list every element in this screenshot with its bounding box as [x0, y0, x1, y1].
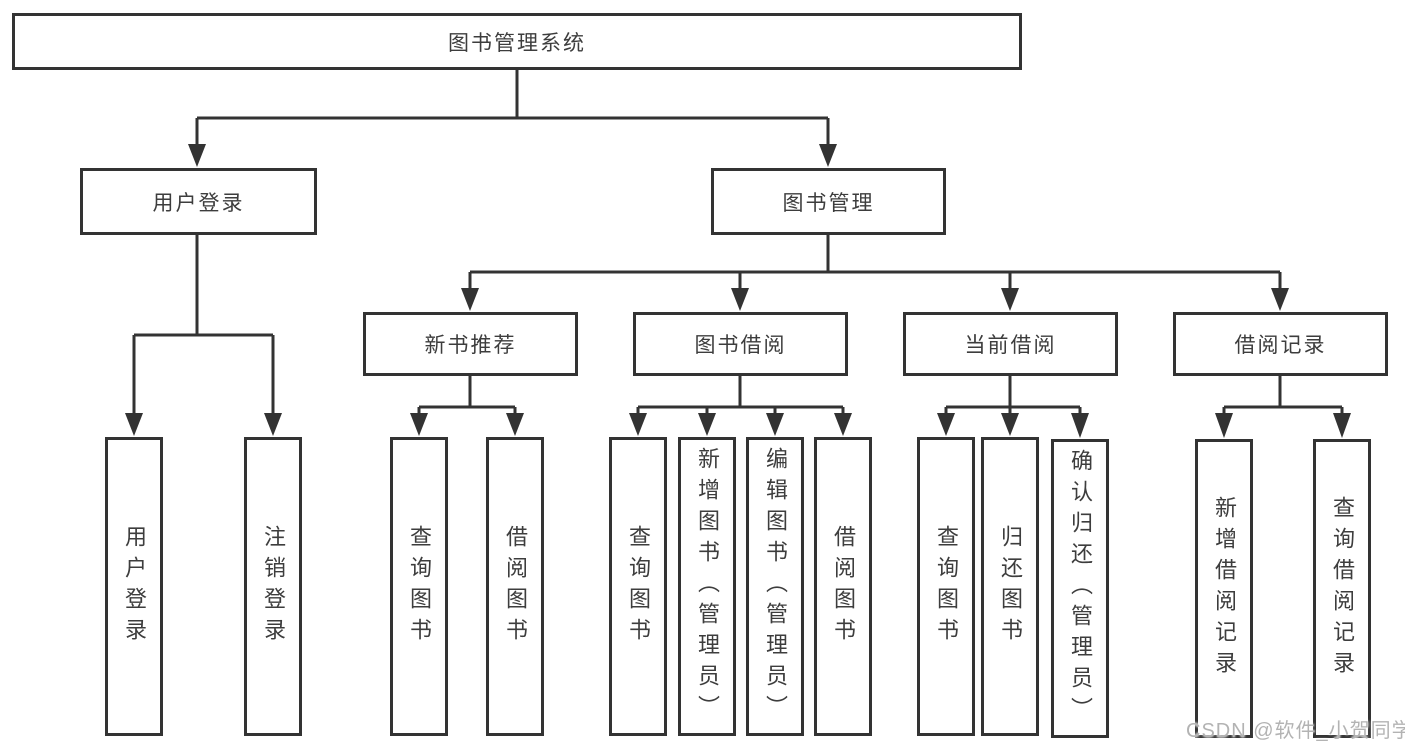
leaf-user-login: 用户登录 — [105, 437, 163, 736]
leaf-logout: 注销登录 — [244, 437, 302, 736]
connector-records-branch — [1215, 376, 1351, 438]
leaf-return-books: 归还图书 — [981, 437, 1039, 736]
leaf-query-books-2: 查询图书 — [609, 437, 667, 736]
connector-mgmt-branch — [461, 235, 1289, 311]
connector-borrow-branch — [629, 376, 852, 436]
connector-current-branch — [937, 376, 1089, 438]
leaf-borrow-books-2: 借阅图书 — [814, 437, 872, 736]
connector-root-branch — [188, 70, 837, 167]
leaf-add-borrow-record: 新增借阅记录 — [1195, 439, 1253, 738]
node-library-management-system: 图书管理系统 — [12, 13, 1022, 70]
node-current-borrowing: 当前借阅 — [903, 312, 1118, 376]
leaf-query-books-3: 查询图书 — [917, 437, 975, 736]
leaf-add-books-admin: 新增图书（管理员） — [678, 437, 736, 736]
csdn-watermark: CSDN @软件_小贺同学 — [1186, 720, 1405, 742]
connector-newbook-branch — [410, 376, 524, 436]
leaf-borrow-books-1: 借阅图书 — [486, 437, 544, 736]
node-book-borrowing: 图书借阅 — [633, 312, 848, 376]
node-new-book-recommendation: 新书推荐 — [363, 312, 578, 376]
leaf-confirm-return-admin: 确认归还（管理员） — [1051, 439, 1109, 738]
node-borrowing-records: 借阅记录 — [1173, 312, 1388, 376]
node-user-login: 用户登录 — [80, 168, 317, 235]
node-book-management: 图书管理 — [711, 168, 946, 235]
leaf-query-books-1: 查询图书 — [390, 437, 448, 736]
leaf-edit-books-admin: 编辑图书（管理员） — [746, 437, 804, 736]
connector-login-branch — [125, 235, 282, 436]
leaf-query-borrow-record: 查询借阅记录 — [1313, 439, 1371, 738]
